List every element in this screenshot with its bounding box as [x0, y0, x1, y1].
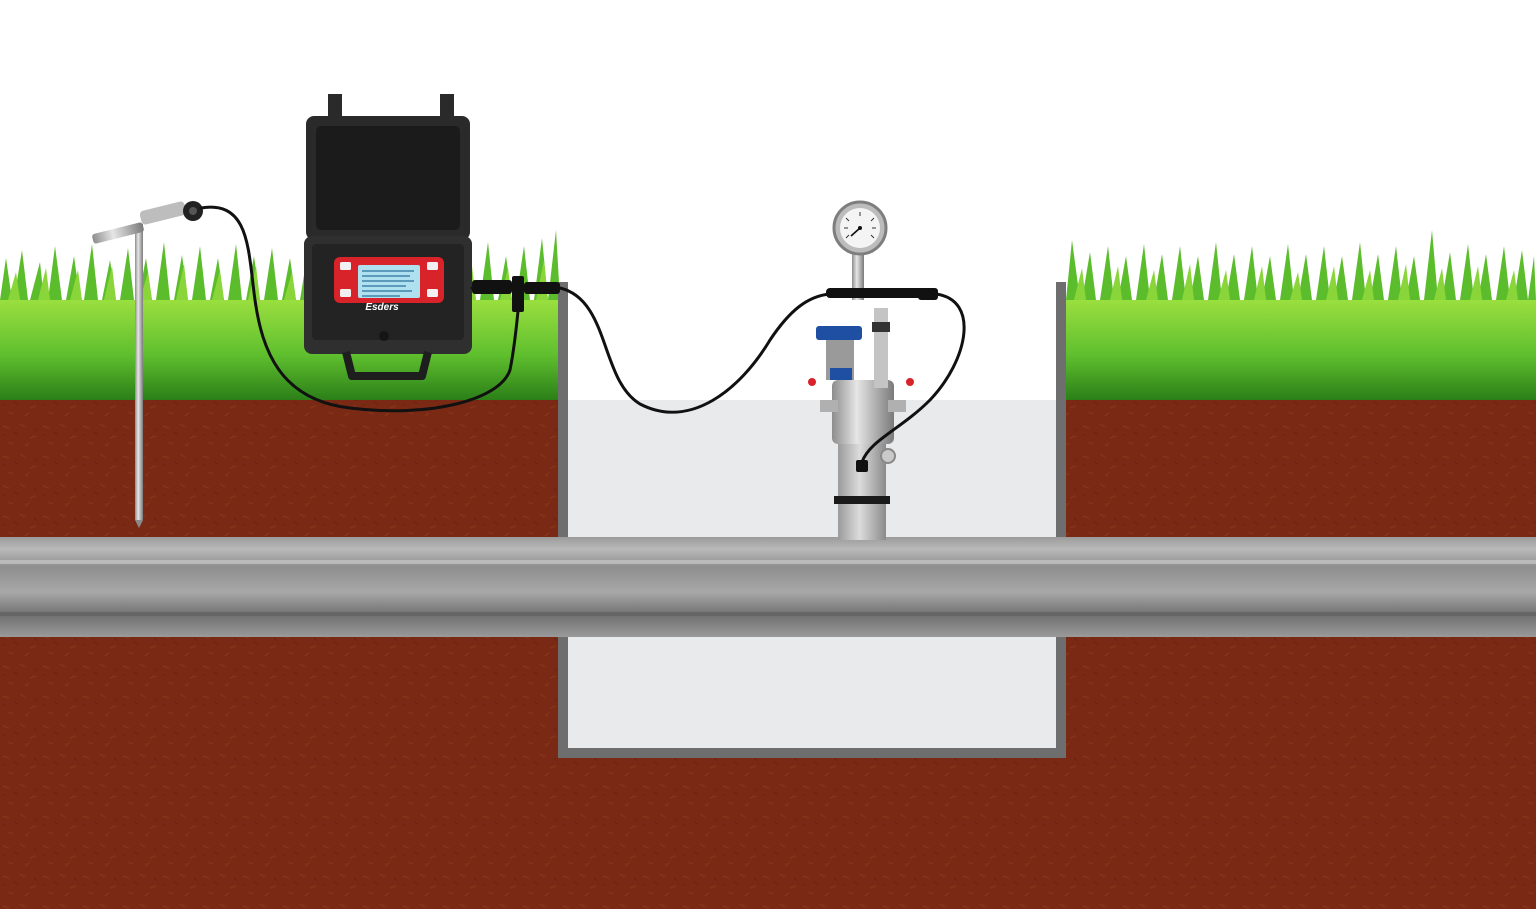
- cable-electrode-to-logger: [199, 205, 522, 413]
- cable-sensor-to-pipe: [860, 292, 966, 464]
- function-key[interactable]: [340, 262, 351, 270]
- grass-right: [1066, 230, 1536, 400]
- device-brand-label: Esders: [365, 302, 399, 313]
- function-key[interactable]: [427, 289, 438, 297]
- cable-connectors: [472, 276, 938, 472]
- grass-left: [0, 230, 560, 400]
- function-key[interactable]: [340, 289, 351, 297]
- excavation-pit: [558, 282, 1066, 758]
- pressure-measurement-assembly: [808, 200, 936, 540]
- data-logger-case: Esders: [304, 94, 472, 380]
- function-key[interactable]: [427, 262, 438, 270]
- pipeline: [0, 537, 1536, 637]
- reference-electrode-stake: [92, 201, 203, 528]
- cable-logger-to-assembly: [470, 286, 832, 414]
- cables: [199, 205, 966, 464]
- device-screen-lines: [362, 270, 414, 297]
